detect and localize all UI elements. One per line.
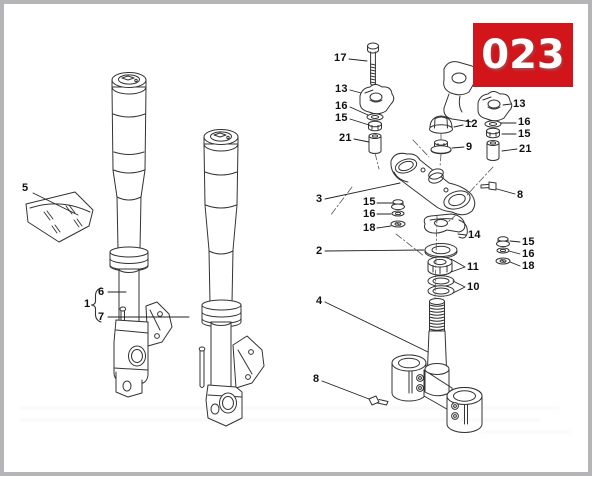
steering-cap-nut-12 — [429, 115, 453, 134]
bolt-8-right — [480, 181, 497, 191]
clamp-13-left — [359, 84, 395, 115]
callout-15-right: 15 — [518, 128, 531, 140]
bottom-yoke — [391, 354, 483, 433]
callout-1-brace — [90, 287, 102, 323]
callout-18-mid-r: 18 — [522, 260, 535, 272]
stack-16-15-21-right — [484, 120, 502, 161]
callout-8-right: 8 — [517, 189, 524, 201]
callout-16-left: 16 — [335, 100, 348, 112]
callout-16-right: 16 — [518, 116, 531, 128]
flange-nut-9 — [430, 139, 452, 155]
callout-16-mid-r: 16 — [522, 248, 535, 260]
clamp-13-right — [477, 91, 513, 122]
callout-9: 9 — [466, 141, 473, 153]
callout-7: 7 — [98, 311, 105, 323]
callout-17: 17 — [334, 52, 347, 64]
callout-2: 2 — [316, 245, 323, 257]
callout-21-left: 21 — [339, 132, 352, 144]
fork-leg-right — [198, 129, 265, 427]
bearing-race-10 — [427, 275, 455, 297]
fork-protector-pad — [25, 191, 94, 243]
callout-18-mid-l: 18 — [363, 222, 376, 234]
steering-stem-4 — [427, 298, 447, 369]
leader-lines — [32, 58, 521, 400]
callout-15-left: 15 — [335, 112, 348, 124]
fork-leg-left — [109, 72, 173, 398]
callout-6: 6 — [98, 286, 105, 298]
callout-5: 5 — [22, 182, 29, 194]
callout-13-right: 13 — [513, 98, 526, 110]
bolt-8-bottom — [368, 395, 389, 406]
callout-3: 3 — [316, 193, 323, 205]
callout-15-mid-l: 15 — [363, 196, 376, 208]
callout-4: 4 — [316, 295, 323, 307]
callout-13-left: 13 — [335, 83, 348, 95]
bolt-17 — [367, 42, 379, 86]
lock-washer-plate-14 — [423, 213, 468, 239]
callout-8-bottom: 8 — [313, 373, 320, 385]
callout-1: 1 — [84, 298, 91, 310]
table-number-badge: 023 — [473, 23, 573, 87]
handlebar-riser-partial — [443, 61, 478, 123]
callout-12: 12 — [465, 118, 478, 130]
stack-15-16-18-left — [390, 199, 406, 228]
bearing-11 — [427, 256, 453, 276]
callout-10: 10 — [467, 281, 480, 293]
callout-15-mid-r: 15 — [522, 236, 535, 248]
centerlines — [329, 132, 494, 299]
top-yoke-3 — [390, 152, 476, 216]
stack-15-16-18-right — [495, 236, 511, 265]
callout-16-mid-l: 16 — [363, 208, 376, 220]
stack-16-15-21-left — [366, 113, 384, 154]
callout-14: 14 — [468, 229, 481, 241]
callout-21-right: 21 — [519, 143, 532, 155]
callout-11: 11 — [467, 261, 480, 273]
dust-seal-washer-2 — [424, 243, 458, 259]
